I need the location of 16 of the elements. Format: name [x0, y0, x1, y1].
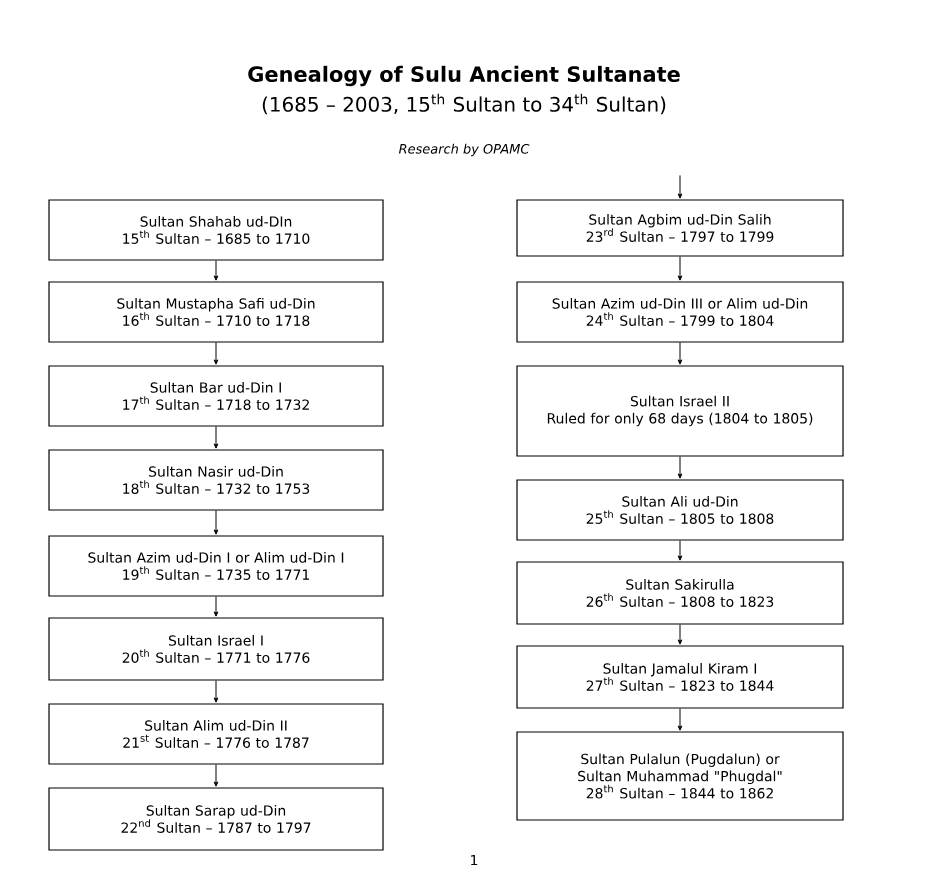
arrow: [677, 256, 683, 281]
arrow: [677, 174, 683, 199]
arrow: [213, 342, 219, 365]
arrow: [677, 708, 683, 731]
arrow: [213, 680, 219, 703]
arrow: [677, 456, 683, 479]
arrow: [213, 764, 219, 787]
arrow: [213, 510, 219, 535]
arrow: [213, 260, 219, 281]
arrow: [677, 342, 683, 365]
subtitle: (1685 – 2003, 15$^{th}$ Sultan to 34$^{th}$ Sultan): [262, 93, 666, 115]
arrow: [213, 596, 219, 617]
arrow: [677, 540, 683, 561]
arrow: [677, 624, 683, 645]
arrow: [213, 426, 219, 449]
title: Genealogy of Sulu Ancient Sultanate: [248, 65, 680, 87]
